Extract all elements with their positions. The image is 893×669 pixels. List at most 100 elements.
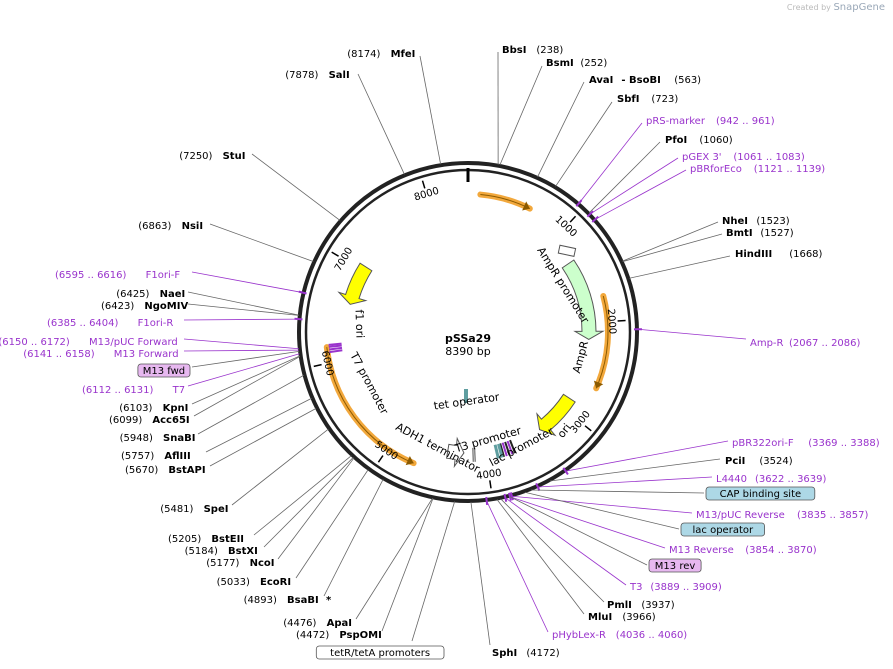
tick-mark-8000 [421,180,426,189]
label-prs-marker: (942 .. 961)pRS-marker [646,116,775,127]
label-bsteii: (5205) BstEII [168,534,244,545]
leader-sbfi [555,101,613,187]
leader-amp-r [637,328,747,340]
leader-m13-fwd [191,350,300,368]
label-name-bstxi: BstXI [228,546,258,557]
ampr-arrow [561,259,605,341]
label-phyblex-r: (4036 .. 4060)pHybLex-R [552,630,687,641]
label-m13-reverse: (3854 .. 3870)M13 Reverse [669,545,817,556]
label-pos-t3: (3889 .. 3909) [650,582,722,593]
leader-ecori [295,469,369,579]
leader-f1ori-r [183,318,299,321]
label-name-naei: NaeI [160,289,186,300]
leader-stui [251,153,341,221]
label-pos-naei: (6425) [116,289,149,300]
label-hindiii: (1668)HindIII [735,249,823,260]
leader-hindiii [629,255,731,279]
leader-avai [537,81,585,178]
label-kpni: (6103)KpnI [119,403,188,414]
label-pos-kpni: (6103) [119,403,152,414]
label-pos-bbsi: (238) [536,45,563,56]
label-name-snabi: SnaBI [163,433,195,444]
label-pos-bsabi: (4893) [244,595,277,606]
feature-label-f1-ori: f1 ori [353,309,367,338]
label-pos-f1ori-f: (6595 .. 6616) [55,270,127,281]
label-pos-bsteii: (5205) [168,534,201,545]
credit-prefix: Created by [786,3,831,12]
snapgene-logo: SnapGene [833,2,885,13]
ampr-promoter-arc [477,191,533,212]
label-name-avai: AvaI [589,75,613,86]
label-name-nhei: NheI [722,216,748,227]
label-bsmi: (252)BsmI [546,58,607,69]
label-stui: (7250)StuI [179,151,245,162]
label-name-ecori: EcoRI [260,577,291,588]
label-name-hindiii: HindIII [735,249,772,260]
t7-region-marks [328,342,343,354]
label-pos-pgex-3: (1061 .. 1083) [733,152,805,163]
leader-m13-puc-reverse [511,495,693,514]
label-pos-snabi: (5948) [120,433,153,444]
leader-lines [183,51,747,646]
leader-m13-puc-forward [183,338,299,350]
label-bstapi: (5670)BstAPI [125,465,206,476]
label-name-f1ori-r: F1ori-R [138,318,174,329]
label-ngomiv: (6423)NgoMIV [101,301,188,312]
leader-pcii [549,458,721,482]
label-bstxi: (5184)BstXI [185,546,258,557]
label-text-cap-binding-site: CAP binding site [720,489,802,500]
leader-naei [187,291,299,316]
label-name-pspomi: PspOMI [339,630,381,641]
label-pos-apai: (4476) [283,618,316,629]
label-name-pbr322ori-f: pBR322ori-F [732,438,794,449]
label-pos-phyblex-r: (4036 .. 4060) [616,630,688,641]
label-t3: (3889 .. 3909)T3 [629,582,722,593]
label-pmli: (3937)PmlI [607,600,675,611]
label-pos-bmti: (1527) [760,228,793,239]
leader-t3 [505,497,627,586]
label-box-m13-fwd [137,363,191,378]
label-pos-ecori: (5033) [217,577,250,588]
label-name-bbsi: BbsI [502,45,526,56]
label-pgex-3: (1061 .. 1083)pGEX 3' [682,152,805,163]
label-pbrforeco: (1121 .. 1139)pBRforEco [690,164,825,175]
label-t7: (6112 .. 6131)T7 [82,385,185,396]
leader-pfoi [588,141,661,214]
label-name-bsteii: BstEII [211,534,244,545]
label-text-m13-fwd: M13 fwd [143,366,185,377]
label-pos-pfoi: (1060) [699,135,732,146]
label-f1ori-f: (6595 .. 6616)F1ori-F [55,270,180,281]
label-mlui: (3966)MluI [588,612,656,623]
label-pfoi: (1060)PfoI [665,135,733,146]
leader-l4440 [537,476,713,488]
label-pos-stui: (7250) [179,151,212,162]
leader-nsii [209,223,314,262]
label-pos-spei: (5481) [160,504,193,515]
label-name-t7: T7 [172,385,185,396]
label-name-bsabi: BsaBI [287,595,319,606]
label-name2-avai: - BsoBI [621,75,660,86]
leader-pgex-3 [590,157,679,215]
label-mfei: (8174)MfeI [347,49,415,60]
label-apai: (4476)ApaI [283,618,352,629]
label-box-tetr-teta-promoters [315,645,445,660]
leader-pmli [500,498,605,603]
label-nsii: (6863)NsiI [138,221,203,232]
label-name-sali: SalI [329,70,350,81]
label-name-pbrforeco: pBRforEco [690,164,742,175]
label-name-m13-puc-reverse: M13/pUC Reverse [696,510,785,521]
label-name-acc65i: Acc65I [152,415,189,426]
label-pos-mlui: (3966) [622,612,655,623]
leader-ncoi [277,457,355,560]
ampr-orf-arc [593,292,611,392]
leader-m13-reverse [509,496,666,549]
tick-mark-7000 [331,251,339,257]
leader-t7 [187,353,300,387]
label-name-ngomiv: NgoMIV [144,301,188,312]
label-m13-fwd: M13 fwd [137,363,191,378]
label-pos-pbr322ori-f: (3369 .. 3388) [808,438,880,449]
label-name-spei: SpeI [204,504,229,515]
lac-region-marks [472,439,517,462]
label-pos-m13-forward: (6141 .. 6158) [23,349,95,360]
